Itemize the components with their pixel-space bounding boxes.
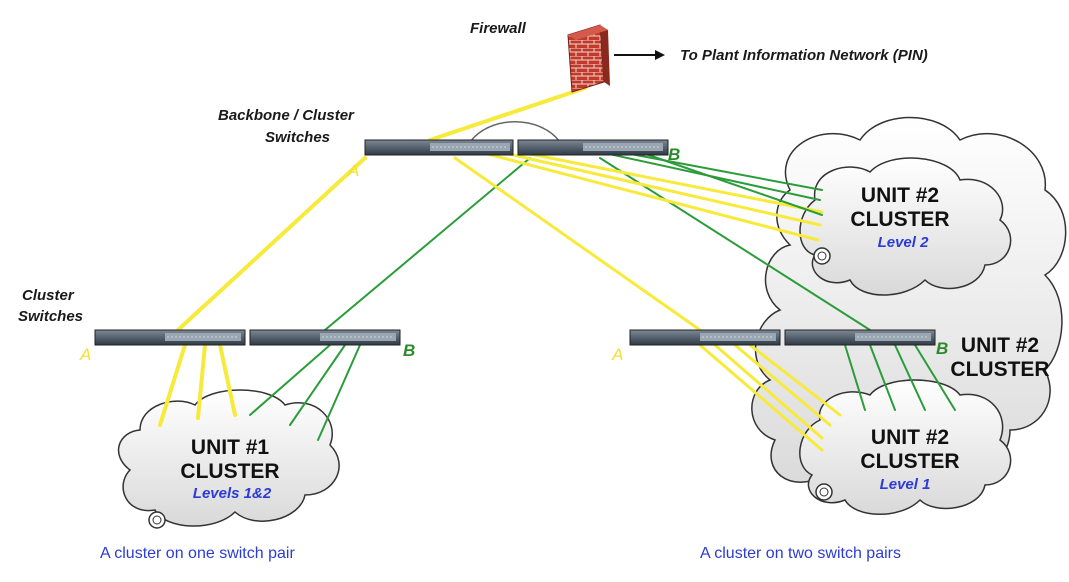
unit2-level2-title: UNIT #2 xyxy=(861,184,939,207)
pin-label: To Plant Information Network (PIN) xyxy=(680,47,928,64)
left-cluster-switch-b xyxy=(249,329,401,346)
unit2-level1-title: UNIT #2 xyxy=(871,426,949,449)
unit2-level1-level: Level 1 xyxy=(880,476,931,493)
unit2-big-cloud-text: UNIT #2 CLUSTER xyxy=(950,334,1049,381)
switch-icon xyxy=(700,333,776,341)
left-a-label: A xyxy=(79,345,91,364)
switch-icon xyxy=(430,143,510,151)
unit2-level2-subtitle: CLUSTER xyxy=(850,208,949,231)
backbone-switch-a xyxy=(364,139,514,156)
switch-icon xyxy=(165,333,241,341)
backbone-label-line2: Switches xyxy=(265,129,330,146)
arrow-right-icon xyxy=(614,50,665,60)
unit1-cloud-text: UNIT #1 CLUSTER Levels 1&2 xyxy=(180,436,279,502)
left-b-label: B xyxy=(403,341,415,360)
backbone-label-line1: Backbone / Cluster xyxy=(218,107,355,124)
caption-left: A cluster on one switch pair xyxy=(100,545,295,562)
unit2-level2-cloud-text: UNIT #2 CLUSTER Level 2 xyxy=(850,184,949,251)
cluster-switches-label-line2: Switches xyxy=(18,308,83,325)
unit2-level1-subtitle: CLUSTER xyxy=(860,450,959,473)
backbone-b-label: B xyxy=(668,145,680,164)
right-a-label: A xyxy=(611,345,623,364)
right-b-label: B xyxy=(936,339,948,358)
switch-icon xyxy=(855,333,931,341)
unit1-title: UNIT #1 xyxy=(191,436,270,459)
backbone-switch-b xyxy=(517,139,669,156)
cluster-switches-label-line1: Cluster xyxy=(22,287,75,304)
unit2-level2-level: Level 2 xyxy=(878,234,930,251)
left-cluster-switch-a xyxy=(94,329,246,346)
switch-icon xyxy=(320,333,396,341)
cloud-icon xyxy=(117,116,1067,529)
firewall-label: Firewall xyxy=(470,20,527,37)
firewall-icon xyxy=(567,24,610,93)
right-cluster-switch-b xyxy=(784,329,936,346)
link-lines xyxy=(158,86,956,452)
switch-icon xyxy=(583,143,663,151)
unit1-level: Levels 1&2 xyxy=(193,485,272,502)
unit2-level1-cloud-text: UNIT #2 CLUSTER Level 1 xyxy=(860,426,959,493)
unit1-subtitle: CLUSTER xyxy=(180,460,279,483)
right-cluster-switch-a xyxy=(629,329,781,346)
unit2-big-title: UNIT #2 xyxy=(961,334,1039,357)
backbone-a-label: A xyxy=(347,161,359,180)
unit2-big-subtitle: CLUSTER xyxy=(950,358,1049,381)
caption-right: A cluster on two switch pairs xyxy=(700,545,901,562)
